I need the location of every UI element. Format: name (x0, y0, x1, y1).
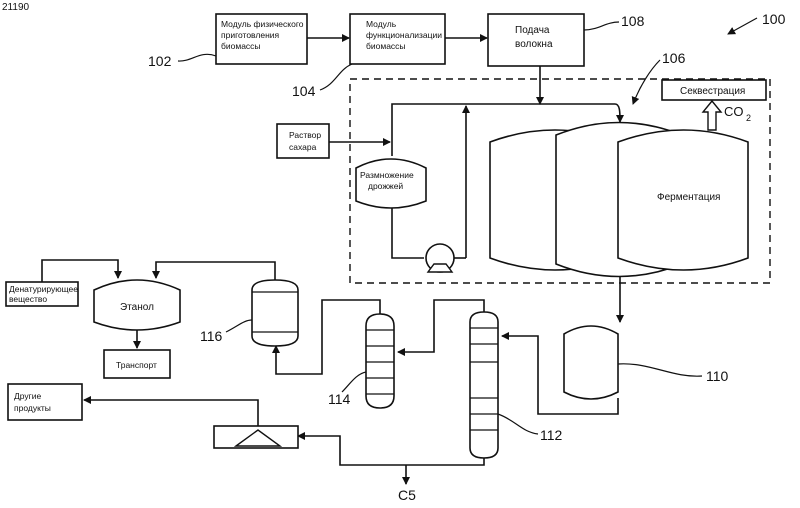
ref-112: 112 (540, 427, 563, 443)
other-products-line-1: Другие (14, 391, 41, 401)
fermentation-label: Ферментация (657, 192, 720, 203)
flow-yeast-to-pump (392, 208, 424, 258)
fiber-feed-line-2: волокна (515, 39, 553, 50)
physical-prep-line-1: Модуль физического (221, 19, 304, 29)
yeast-line-2: дрожжей (368, 181, 403, 191)
functionalization-line-3: биомассы (366, 41, 406, 51)
sugar-line-2: сахара (289, 142, 317, 152)
physical-prep-line-2: приготовления (221, 30, 280, 40)
ref-102: 102 (148, 53, 172, 69)
page-id: 21190 (2, 2, 30, 13)
physical-prep-line-3: биомассы (221, 41, 261, 51)
leader-110 (618, 364, 702, 376)
leader-116 (226, 320, 252, 332)
other-products-box (8, 384, 82, 420)
leader-112 (498, 414, 538, 434)
ref-108: 108 (621, 13, 645, 29)
denaturant-line-1: Денатурирующее (9, 284, 78, 294)
co2-subscript: 2 (746, 113, 751, 123)
sugar-line-1: Раствор (289, 130, 321, 140)
fiber-feed-line-1: Подача (515, 25, 550, 36)
figure-ref-arrow (728, 18, 757, 34)
other-products-line-2: продукты (14, 403, 51, 413)
co2-arrow (703, 101, 721, 130)
ref-104: 104 (292, 83, 316, 99)
sequestration-label: Секвестрация (680, 86, 745, 97)
figure-ref-label: 100 (762, 11, 786, 27)
ref-114: 114 (328, 391, 351, 407)
functionalization-line-1: Модуль (366, 19, 397, 29)
denaturant-line-2: вещество (9, 294, 47, 304)
ethanol-label: Этанол (120, 302, 154, 313)
c5-label: C5 (398, 487, 416, 503)
ref-106: 106 (662, 50, 686, 66)
distillation-column-112 (470, 312, 498, 458)
co2-label: CO (724, 104, 744, 119)
flow-112-to-filter (298, 436, 484, 465)
flow-denaturant-to-ethanol (42, 260, 118, 282)
tank-110 (564, 326, 618, 399)
ref-110: 110 (706, 368, 729, 384)
ref-116: 116 (200, 328, 223, 344)
leader-108 (584, 22, 619, 30)
leader-104 (320, 64, 352, 90)
yeast-line-1: Размножение (360, 170, 414, 180)
tank-116 (252, 280, 298, 346)
transport-label: Транспорт (116, 360, 157, 370)
leader-102 (178, 54, 216, 61)
flow-to-other-products (84, 400, 258, 426)
leader-106 (633, 60, 660, 104)
functionalization-line-2: функционализации (366, 30, 442, 40)
leader-114 (342, 372, 366, 392)
flow-116-to-ethanol (156, 262, 275, 280)
